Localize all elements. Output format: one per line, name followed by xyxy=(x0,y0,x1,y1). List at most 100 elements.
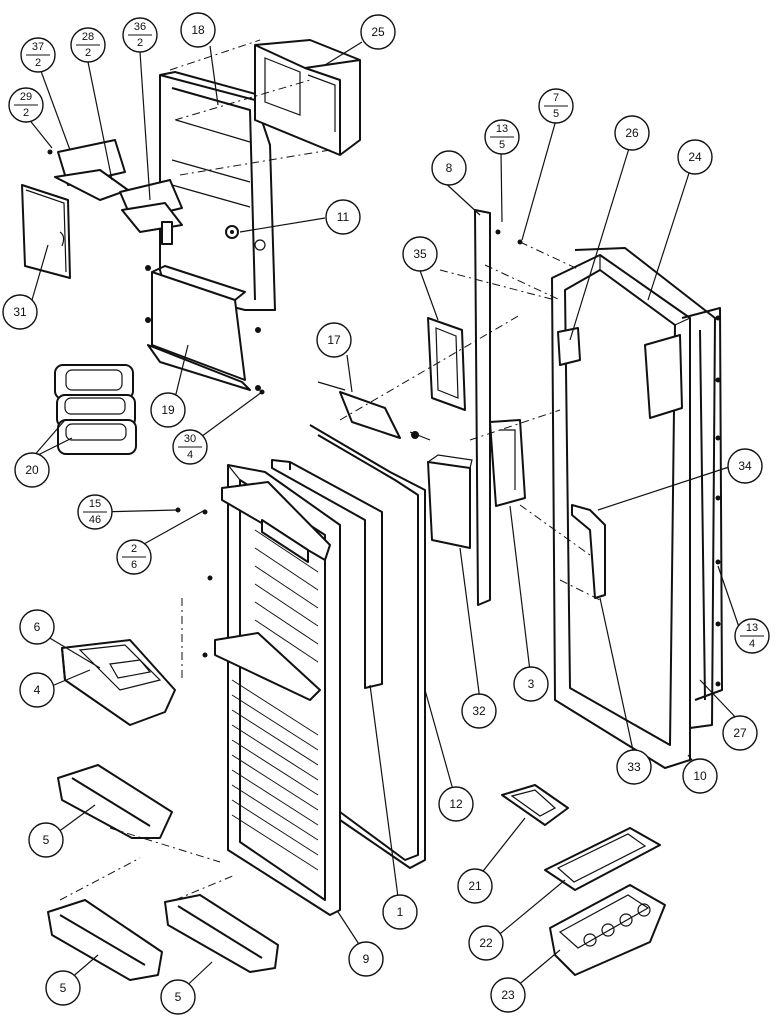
fraction-bottom: 5 xyxy=(499,139,505,151)
callout-label: 23 xyxy=(501,988,515,1002)
dispenser-32 xyxy=(427,454,473,549)
fraction-callout-37-2: 37 2 xyxy=(20,37,56,73)
callout-4: 4 xyxy=(19,672,55,708)
callout-27: 27 xyxy=(722,715,758,751)
callout-label: 26 xyxy=(625,126,639,140)
callout-12: 12 xyxy=(438,786,474,822)
bracket-3 xyxy=(489,419,526,507)
callout-17: 17 xyxy=(316,322,352,358)
callout-label: 21 xyxy=(468,879,482,893)
fraction-top: 36 xyxy=(134,21,146,33)
callout-label: 5 xyxy=(60,981,67,995)
callout-label: 6 xyxy=(34,620,41,634)
fraction-top: 15 xyxy=(89,498,101,510)
callout-label: 33 xyxy=(627,760,641,774)
callout-label: 10 xyxy=(693,769,707,783)
butter-dish-21 xyxy=(501,784,569,826)
assembly-guides xyxy=(59,39,601,901)
fraction-bottom: 46 xyxy=(89,514,101,526)
callout-20: 20 xyxy=(14,452,50,488)
door-strip-8 xyxy=(474,209,491,606)
callout-label: 5 xyxy=(175,990,182,1004)
callout-19: 19 xyxy=(150,392,186,428)
door-bin-5a xyxy=(57,764,173,839)
fraction-callout-29-2: 29 2 xyxy=(8,87,44,123)
crisper-4 xyxy=(61,639,176,726)
fraction-bottom: 2 xyxy=(85,47,91,59)
callout-label: 3 xyxy=(528,677,535,691)
callout-24: 24 xyxy=(677,139,713,175)
fraction-top: 2 xyxy=(131,543,137,555)
callout-label: 25 xyxy=(371,25,385,39)
fraction-callout-2-6: 2 6 xyxy=(116,539,152,575)
callout-label: 9 xyxy=(363,952,370,966)
callout-label: 5 xyxy=(43,833,50,847)
callout-label: 24 xyxy=(688,150,702,164)
callout-26: 26 xyxy=(614,115,650,151)
callout-9: 9 xyxy=(348,941,384,977)
callout-label: 31 xyxy=(13,305,27,319)
callout-8: 8 xyxy=(431,150,467,186)
fraction-bottom: 4 xyxy=(187,449,193,461)
callout-6: 6 xyxy=(19,609,55,645)
callout-11: 11 xyxy=(325,199,361,235)
egg-tray-23 xyxy=(549,884,666,976)
fraction-top: 13 xyxy=(496,123,508,135)
evaporator-cover-19 xyxy=(145,265,261,391)
callout-31: 31 xyxy=(2,294,38,330)
callout-label: 32 xyxy=(472,704,486,718)
callout-label: 8 xyxy=(446,161,453,175)
door-bin-5c xyxy=(164,894,279,973)
callout-1: 1 xyxy=(382,894,418,930)
callout-label: 11 xyxy=(337,210,350,224)
callout-23: 23 xyxy=(490,977,526,1013)
handle-34-33 xyxy=(571,504,606,599)
freezer-shelves xyxy=(54,139,183,245)
fraction-top: 7 xyxy=(553,92,559,104)
callout-label: 12 xyxy=(449,797,463,811)
callout-32: 32 xyxy=(461,693,497,729)
fraction-bottom: 2 xyxy=(35,57,41,69)
freezer-liner-18 xyxy=(159,71,276,311)
callout-5-right: 5 xyxy=(160,979,196,1015)
callout-5-left: 5 xyxy=(45,970,81,1006)
door-gasket-12 xyxy=(309,424,426,869)
fraction-callout-36-2: 36 2 xyxy=(122,17,158,53)
callout-10: 10 xyxy=(682,758,718,794)
callout-18: 18 xyxy=(180,12,216,48)
fresh-food-liner-9 xyxy=(214,464,341,916)
dairy-cover-22 xyxy=(544,827,661,891)
callout-label: 4 xyxy=(34,683,41,697)
door-panel-24 xyxy=(574,247,716,729)
liner-ribs xyxy=(231,529,319,871)
callout-label: 1 xyxy=(397,905,404,919)
fraction-bottom: 5 xyxy=(553,108,559,120)
fraction-top: 30 xyxy=(184,433,196,445)
callout-label: 17 xyxy=(327,333,341,347)
fraction-bottom: 2 xyxy=(137,37,143,49)
callout-5-top: 5 xyxy=(28,822,64,858)
control-knob-11 xyxy=(225,225,239,239)
fraction-top: 28 xyxy=(82,31,94,43)
freezer-door-panel-31 xyxy=(21,184,71,279)
freezer-duct-25 xyxy=(254,39,361,156)
fraction-top: 37 xyxy=(32,41,44,53)
callout-label: 22 xyxy=(479,936,493,950)
fraction-top: 13 xyxy=(746,622,758,634)
ice-trays-20 xyxy=(54,364,137,455)
door-gasket-27 xyxy=(681,307,723,701)
callout-21: 21 xyxy=(457,868,493,904)
control-17 xyxy=(317,381,431,441)
fraction-callout-15-46: 15 46 xyxy=(77,494,113,530)
callout-33: 33 xyxy=(616,749,652,785)
fraction-callout-7-5: 7 5 xyxy=(538,88,574,124)
fraction-callout-30-4: 30 4 xyxy=(172,429,208,465)
fraction-top: 29 xyxy=(20,91,32,103)
callout-25: 25 xyxy=(360,14,396,50)
handle-cap-35 xyxy=(427,317,466,411)
breaker-strip-1 xyxy=(271,459,383,689)
refrigerator-door-10 xyxy=(551,254,691,769)
callout-label: 19 xyxy=(161,403,175,417)
fraction-bottom: 4 xyxy=(749,638,755,650)
